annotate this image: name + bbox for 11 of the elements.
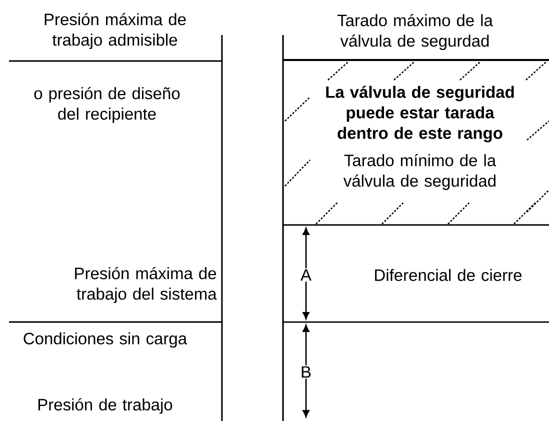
dimension-label: B: [295, 365, 317, 379]
label-text: Presión máxima de trabajo admisible: [44, 12, 186, 50]
label-text: Presión máxima de trabajo del sistema: [75, 266, 217, 304]
dimension-label: A: [295, 268, 317, 282]
label-text: Tarado máximo de la válvula de segurdad: [337, 14, 493, 50]
label-text: Diferencial de cierre: [375, 268, 522, 282]
label-text: Condiciones sin carga: [24, 332, 188, 348]
label-text: La válvula de seguridad puede estar tarada dentro de este rango: [326, 86, 514, 142]
label-text: Tarado mínimo de la válvula de seguridad: [343, 154, 496, 190]
label-text: Presión de trabajo: [38, 398, 172, 414]
label-text: o presión de diseño del recipiente: [34, 86, 180, 124]
